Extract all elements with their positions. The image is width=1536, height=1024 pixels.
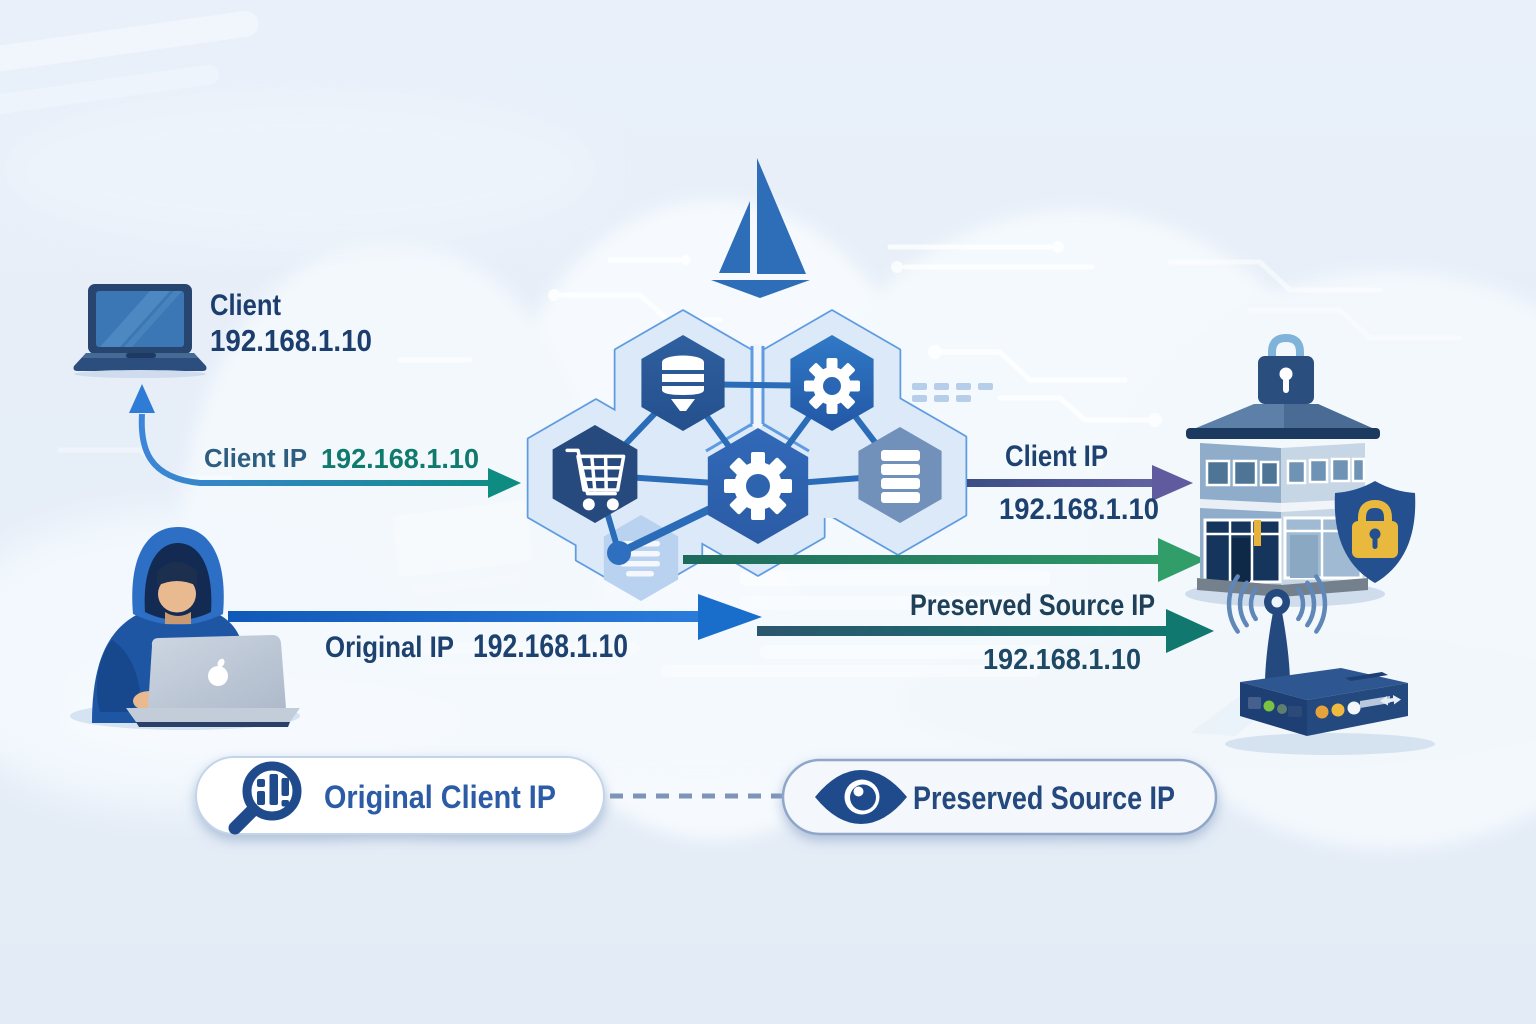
svg-text:192.168.1.10: 192.168.1.10	[210, 323, 372, 358]
svg-text:192.168.1.10: 192.168.1.10	[473, 628, 628, 664]
svg-text:192.168.1.10: 192.168.1.10	[999, 493, 1159, 526]
svg-text:Client IP: Client IP	[1005, 440, 1108, 473]
svg-text:192.168.1.10: 192.168.1.10	[983, 644, 1141, 676]
svg-text:Preserved Source IP: Preserved Source IP	[910, 589, 1155, 622]
svg-text:192.168.1.10: 192.168.1.10	[321, 443, 479, 474]
svg-text:Original Client IP: Original Client IP	[324, 779, 556, 815]
svg-text:Client IP: Client IP	[204, 445, 307, 473]
svg-text:Client: Client	[210, 289, 281, 322]
svg-text:Preserved Source IP: Preserved Source IP	[913, 780, 1175, 816]
svg-text:Original IP: Original IP	[325, 631, 454, 664]
